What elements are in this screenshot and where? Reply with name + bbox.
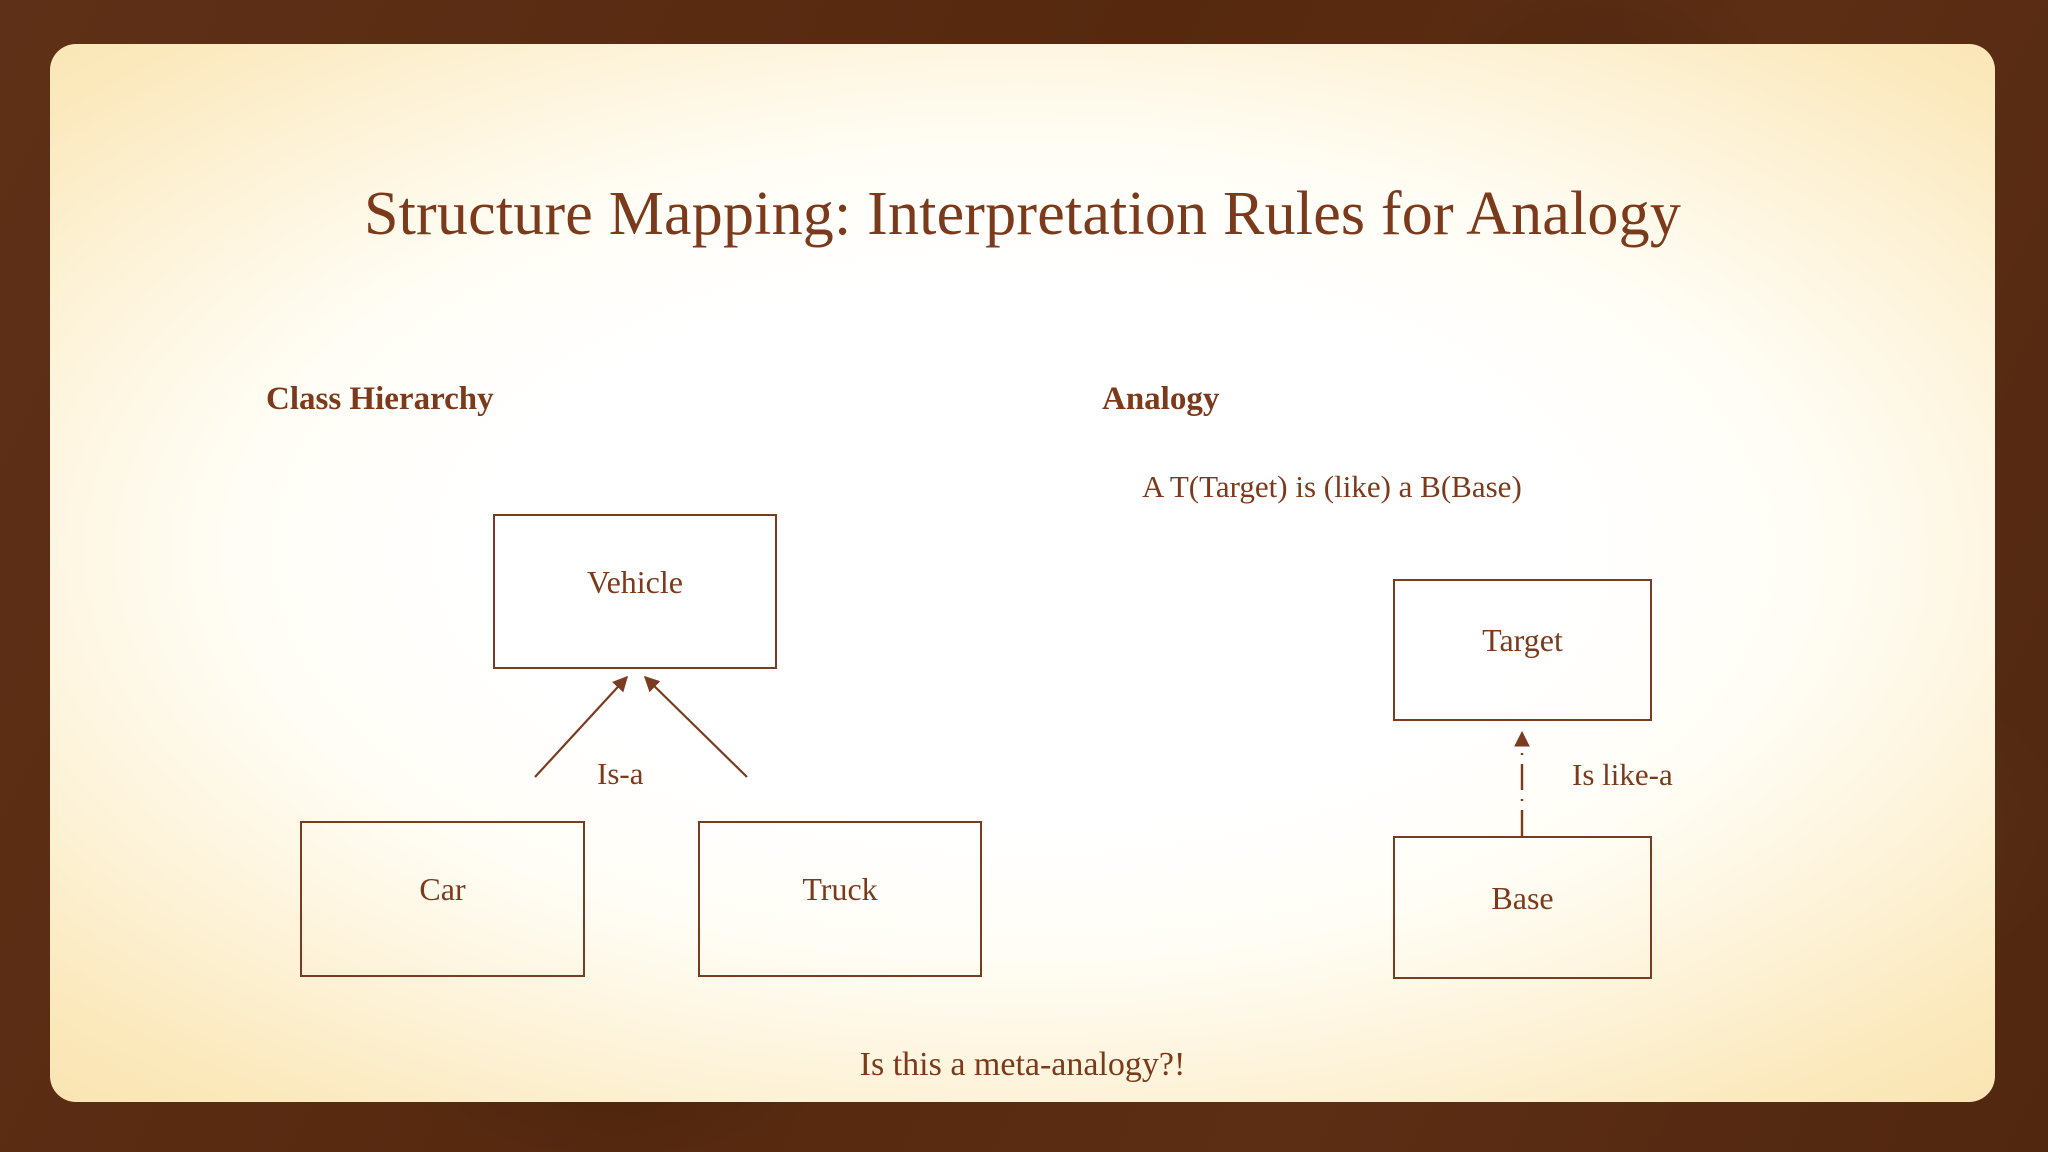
node-box-base: Base (1393, 836, 1652, 979)
node-label-target: Target (1482, 622, 1563, 658)
node-box-car: Car (300, 821, 585, 977)
node-label-base: Base (1491, 880, 1554, 916)
slide-sheet: Structure Mapping: Interpretation Rules … (50, 44, 1995, 1102)
heading-analogy: Analogy (1102, 381, 1220, 417)
node-label-vehicle: Vehicle (587, 564, 683, 600)
analogy-statement: A T(Target) is (like) a B(Base) (1142, 469, 1522, 504)
node-box-target: Target (1393, 579, 1652, 721)
edge-label-is-like-a: Is like-a (1572, 757, 1673, 792)
node-label-car: Car (419, 871, 466, 907)
node-box-truck: Truck (698, 821, 982, 977)
node-label-truck: Truck (802, 871, 878, 907)
footer-question: Is this a meta-analogy?! (859, 1046, 1186, 1083)
node-box-vehicle: Vehicle (493, 514, 777, 669)
heading-class-hierarchy: Class Hierarchy (266, 381, 494, 417)
page-title: Structure Mapping: Interpretation Rules … (363, 180, 1682, 248)
edge-label-is-a: Is-a (597, 756, 644, 791)
edge-truck-to-vehicle (643, 675, 748, 778)
